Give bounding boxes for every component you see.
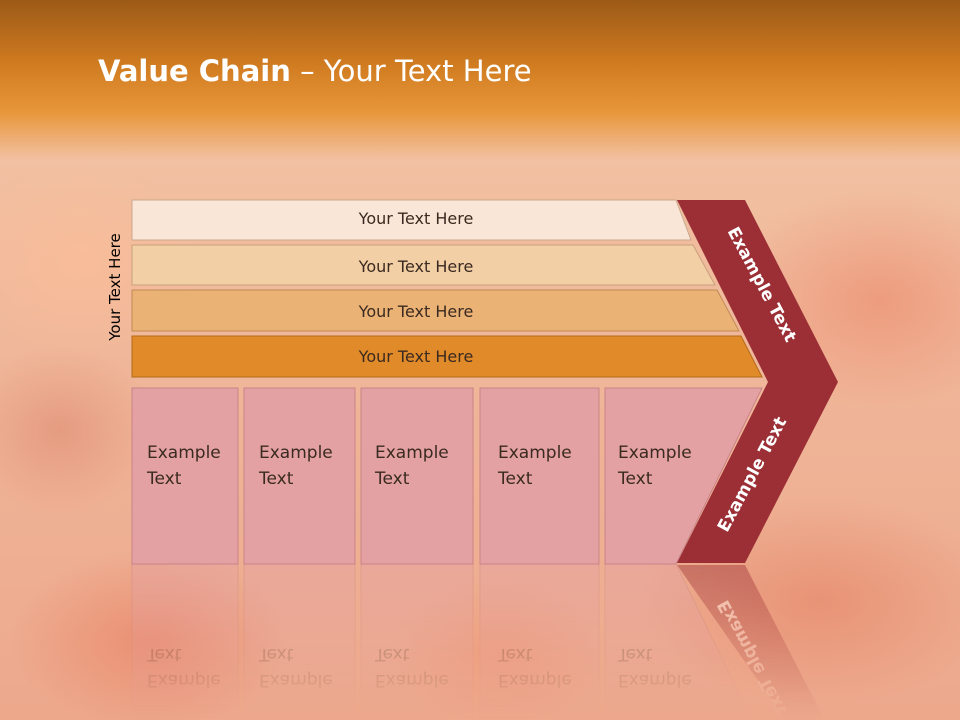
bar-1-label: Your Text Here — [358, 209, 474, 228]
activity-box-1 — [131, 387, 239, 565]
activity-box-2-line2: Text — [258, 469, 294, 489]
svg-text:Text: Text — [497, 644, 533, 664]
activity-box-4-line2: Text — [497, 469, 533, 489]
activity-box-3 — [360, 387, 474, 565]
chevron-shape — [677, 200, 838, 563]
svg-text:Text: Text — [258, 644, 294, 664]
bar-2 — [131, 244, 716, 286]
bar-4-label: Your Text Here — [358, 347, 474, 366]
slide-title: Value Chain – Your Text Here — [98, 54, 532, 88]
activity-box-2-line1: Example — [259, 443, 333, 463]
activity-boxes: Example Text Example Text Example Text E… — [131, 387, 763, 565]
activity-box-3-line2: Text — [374, 469, 410, 489]
support-bars: Your Text Here Your Text Here Your Text … — [131, 199, 763, 378]
activity-box-1-line2: Text — [146, 469, 182, 489]
svg-text:Text: Text — [374, 644, 410, 664]
title-rest: – Your Text Here — [290, 54, 532, 88]
bar-4 — [131, 335, 763, 378]
bar-2-label: Your Text Here — [358, 257, 474, 276]
header-band — [0, 0, 960, 160]
activity-box-3-line1: Example — [375, 443, 449, 463]
activity-box-2 — [243, 387, 356, 565]
activity-box-4 — [479, 387, 600, 565]
margin-chevron: Example Text Example Text — [677, 200, 838, 563]
reflection: Example Text Example Text Example Text Exam… — [131, 563, 825, 720]
svg-text:Text: Text — [146, 644, 182, 664]
activity-box-5-line2: Text — [617, 469, 653, 489]
title-bold: Value Chain — [98, 54, 291, 88]
svg-text:Example: Example — [498, 670, 572, 690]
activity-box-4-line1: Example — [498, 443, 572, 463]
svg-text:Text: Text — [617, 644, 653, 664]
activity-box-1-line1: Example — [147, 443, 221, 463]
bar-3 — [131, 289, 740, 332]
activity-box-5-line1: Example — [618, 443, 692, 463]
svg-text:Example: Example — [618, 670, 692, 690]
bar-3-label: Your Text Here — [358, 302, 474, 321]
bar-1 — [131, 199, 692, 241]
svg-text:Example: Example — [375, 670, 449, 690]
svg-text:Example: Example — [259, 670, 333, 690]
activity-box-5 — [604, 387, 763, 565]
svg-text:Example: Example — [147, 670, 221, 690]
